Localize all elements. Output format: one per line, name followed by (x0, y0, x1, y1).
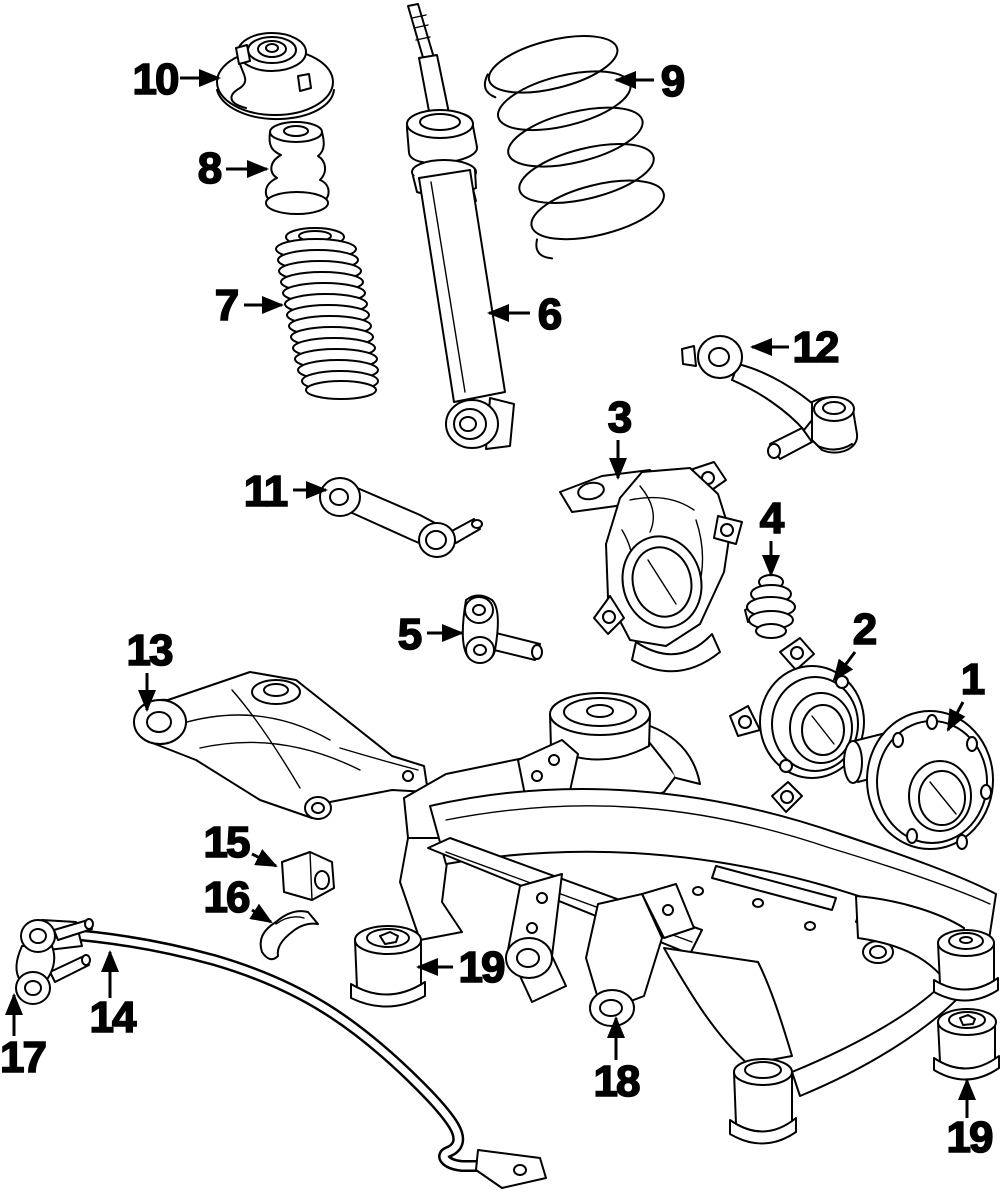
callout-8-label: 8 (198, 144, 222, 193)
lower-control-arm-drawing (133, 671, 429, 820)
callout-16-label: 16 (204, 873, 249, 922)
stabilizer-bracket-drawing (259, 910, 319, 961)
callout-12-label: 12 (793, 323, 838, 372)
callout-14-label: 14 (90, 993, 137, 1042)
coil-spring-drawing (483, 35, 665, 260)
knuckle-drawing (559, 461, 743, 673)
callout-19-right-label: 19 (947, 1113, 992, 1162)
callout-1-arrow (946, 701, 966, 732)
callout-15-label: 15 (204, 818, 250, 867)
callout-15-arrow (251, 849, 278, 868)
callout-18-label: 18 (594, 1057, 640, 1106)
callout-17-label: 17 (0, 1033, 45, 1082)
callout-16-arrow (249, 903, 273, 924)
callout-2-arrow (832, 651, 857, 682)
upper-control-arm-drawing (681, 335, 859, 460)
callout-7-label: 7 (215, 281, 238, 330)
wheel-hub-drawing (843, 710, 994, 850)
link-drawing (461, 594, 543, 664)
bump-stop-drawing (265, 121, 330, 215)
stabilizer-bushing-drawing (281, 851, 335, 901)
subframe-drawing (399, 692, 999, 1145)
strut-mount-drawing (216, 32, 335, 121)
shock-boot-drawing (275, 227, 379, 400)
callout-19-left-label: 19 (459, 943, 504, 992)
callout-11-label: 11 (244, 467, 288, 516)
callout-10-label: 10 (133, 55, 178, 104)
callout-5-label: 5 (398, 610, 422, 659)
shock-absorber-drawing (406, 3, 515, 450)
subframe-bushing-right-drawing (933, 1008, 1000, 1081)
callouts: 10 8 7 9 6 12 3 4 11 5 13 2 1 15 16 14 1 (0, 54, 995, 1163)
callout-3-label: 3 (608, 393, 631, 442)
callout-2-label: 2 (853, 605, 876, 654)
callout-1-label: 1 (961, 655, 985, 704)
bearing-carrier-drawing (729, 637, 865, 813)
callout-9-label: 9 (661, 57, 684, 106)
callout-4-label: 4 (760, 494, 785, 543)
stabilizer-link-drawing (15, 918, 94, 1005)
callout-6-label: 6 (538, 290, 561, 339)
knuckle-bushing-drawing (744, 574, 796, 639)
callout-13-label: 13 (127, 626, 172, 675)
track-link-drawing (319, 477, 483, 558)
subframe-bushing-left-drawing (350, 925, 426, 1008)
